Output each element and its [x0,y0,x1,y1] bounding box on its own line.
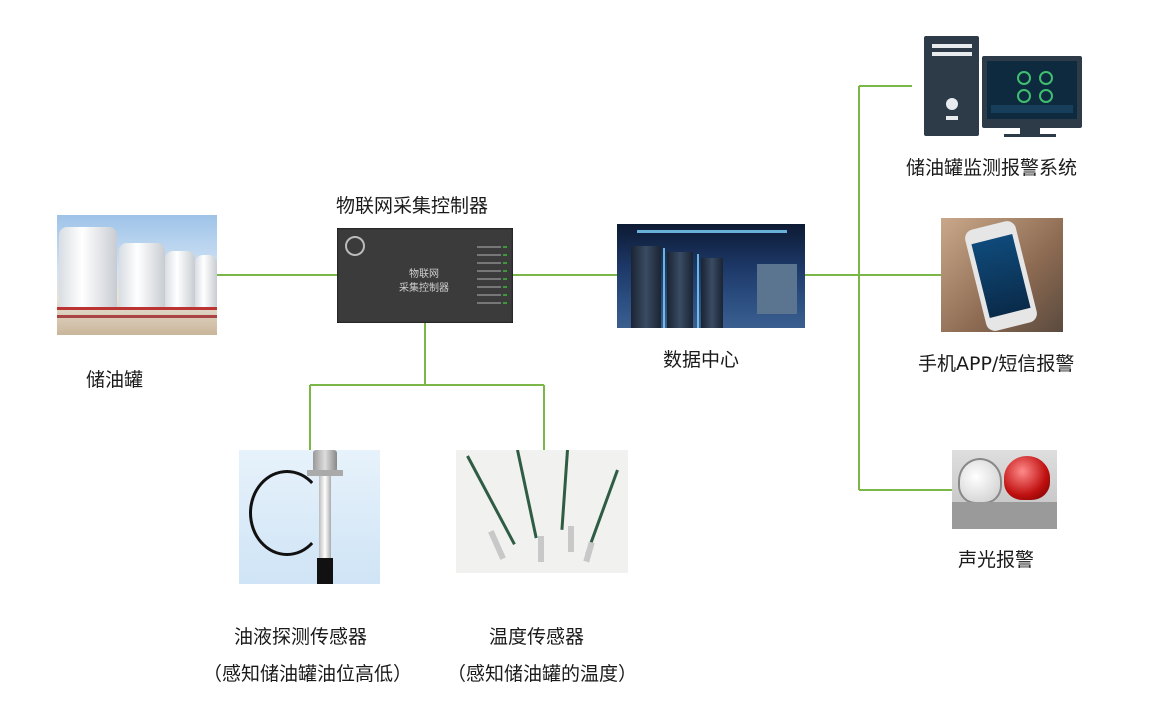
sound-light-alert-label: 声光报警 [958,549,1035,571]
level-sensor-note: （感知储油罐油位高低） [203,663,413,685]
controller-device: 物联网 采集控制器 [337,228,513,323]
temp-sensor-label: 温度传感器 [489,626,585,648]
datacenter-label: 数据中心 [663,349,740,371]
mobile-phone-image [941,218,1063,332]
level-sensor-label: 油液探测传感器 [234,626,368,648]
monitor-system-label: 储油罐监测报警系统 [906,157,1078,179]
tank-label: 储油罐 [86,369,144,391]
temp-sensor-note: （感知储油罐的温度） [447,663,638,685]
controller-face-line1: 物联网 [409,269,439,280]
controller-logo-icon [345,236,365,256]
mobile-alert-label: 手机APP/短信报警 [918,353,1075,375]
temperature-sensor-image [456,450,628,573]
controller-label: 物联网采集控制器 [336,195,489,217]
datacenter-image [617,224,805,328]
level-sensor-image [239,450,380,584]
computer-tower-icon [924,36,979,136]
storage-tank-image [57,215,217,335]
dashboard-screen [987,61,1077,119]
alarm-light-image [952,450,1057,529]
controller-face-line2: 采集控制器 [399,283,449,294]
